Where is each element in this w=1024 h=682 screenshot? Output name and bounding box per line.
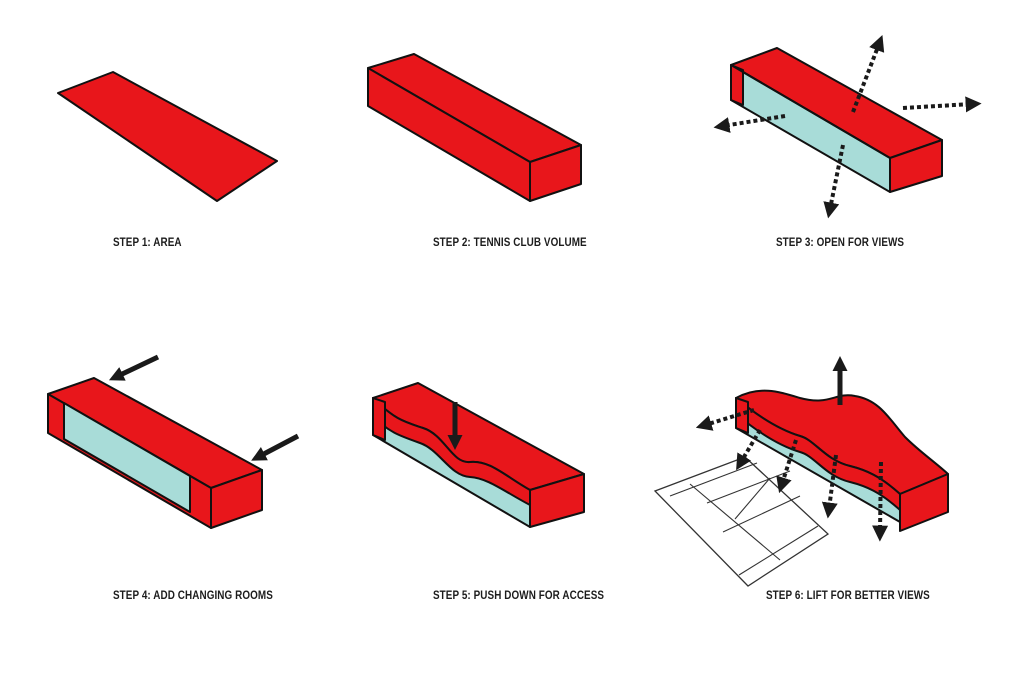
step-3-caption: STEP 3: OPEN FOR VIEWS <box>776 237 905 249</box>
changing-room-opening <box>63 402 191 513</box>
view-arrow-down-2 <box>776 439 798 494</box>
view-arrow-down-3 <box>821 454 838 519</box>
view-arrow-down <box>823 144 845 219</box>
site-plane <box>57 71 278 202</box>
step-4-caption: STEP 4: ADD CHANGING ROOMS <box>113 590 273 602</box>
box-end-face <box>210 469 263 529</box>
view-arrow-down-1 <box>736 428 762 471</box>
view-arrow-down-4 <box>872 461 889 542</box>
step-1-figure <box>57 71 278 202</box>
step-5-caption: STEP 5: PUSH DOWN FOR ACCESS <box>433 590 605 602</box>
box-right-end-face <box>889 139 943 193</box>
inward-arrow-right <box>251 433 300 461</box>
box-end-face <box>899 473 949 532</box>
step-3-figure <box>713 35 982 219</box>
tennis-court-outline <box>653 456 830 587</box>
view-arrow-up <box>851 35 885 113</box>
box-end-face <box>529 473 585 528</box>
step-2-figure <box>367 53 582 202</box>
step-5-figure <box>372 382 585 528</box>
step-4-figure <box>47 354 300 529</box>
view-arrow-left <box>713 114 786 133</box>
box-left-end-face <box>372 397 386 441</box>
box-left-end-face <box>735 397 749 434</box>
step-6-caption: STEP 6: LIFT FOR BETTER VIEWS <box>766 590 930 602</box>
inward-arrow-top <box>108 354 160 381</box>
view-arrow-right <box>902 96 982 113</box>
step-2-caption: STEP 2: TENNIS CLUB VOLUME <box>433 237 587 249</box>
box-left-end-face <box>730 64 744 106</box>
view-arrow-left <box>695 408 755 431</box>
box-end-face <box>529 144 582 202</box>
step-1-caption: STEP 1: AREA <box>113 237 182 249</box>
step-6-figure <box>653 356 949 587</box>
